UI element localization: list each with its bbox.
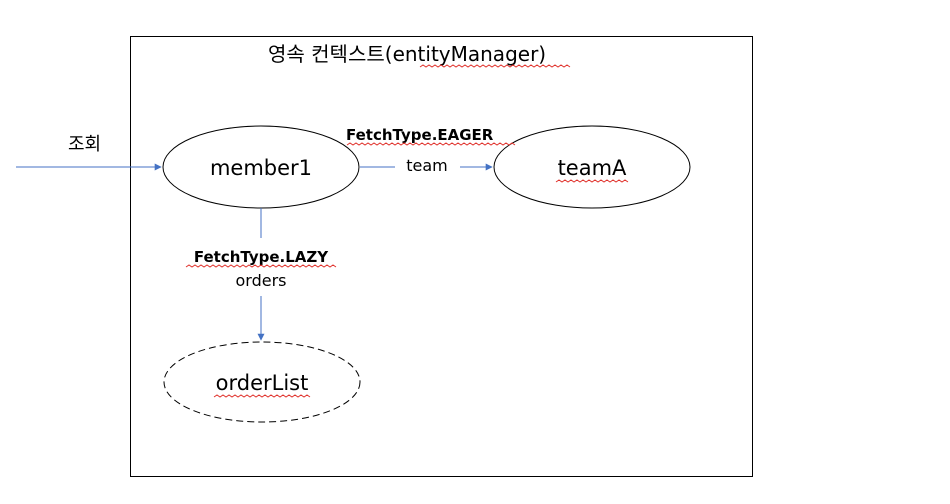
team-node-label: teamA	[558, 156, 627, 180]
spellcheck-underline	[346, 142, 516, 146]
spellcheck-underline	[555, 179, 629, 183]
eager-fetch-type-label: FetchType.EAGER	[346, 126, 494, 144]
spellcheck-underline	[213, 394, 311, 398]
persistence-context-box	[130, 36, 753, 477]
orders-node-label: orderList	[216, 371, 309, 395]
orders-edge-label: orders	[236, 271, 287, 290]
context-title-entity: entityManager	[393, 42, 540, 66]
context-title-prefix: 영속 컨텍스트(	[268, 42, 393, 66]
member-node-label: member1	[210, 156, 312, 180]
orders-node	[163, 341, 361, 423]
context-title: 영속 컨텍스트(entityManager)	[268, 42, 546, 66]
lazy-fetch-type-label: FetchType.LAZY	[194, 248, 329, 266]
team-node	[493, 125, 691, 209]
context-title-suffix: )	[538, 42, 546, 66]
spellcheck-underline	[419, 64, 571, 68]
query-label: 조회	[68, 134, 101, 155]
spellcheck-underline	[185, 264, 337, 268]
team-edge-label: team	[406, 156, 448, 175]
